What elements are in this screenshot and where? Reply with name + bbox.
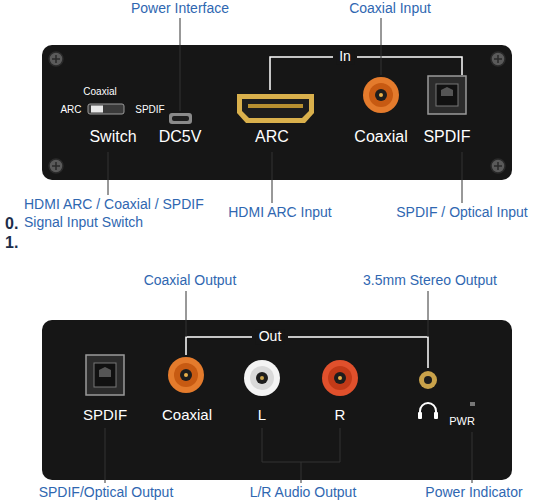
- output-panel: OutSPDIF Coaxial L R PWR: [42, 320, 512, 480]
- rca-right-jack: [322, 360, 358, 396]
- power-led: [470, 402, 475, 406]
- switch-knob: [91, 106, 103, 113]
- callout-label: Power Interface: [131, 0, 229, 18]
- slide-switch: [88, 104, 124, 114]
- callout-label: HDMI ARC / Coaxial / SPDIF Signal Input …: [24, 196, 229, 231]
- coaxial-jack: [168, 357, 204, 393]
- port-name: R: [335, 407, 346, 424]
- headphone-jack: [419, 371, 437, 389]
- port-name: SPDIF: [423, 128, 470, 146]
- micro-usb-port: [169, 113, 192, 124]
- port-name: DC5V: [159, 128, 202, 146]
- callout-label: 3.5mm Stereo Output: [363, 272, 497, 290]
- callout-label: SPDIF/Optical Output: [39, 484, 174, 502]
- headphone-icon: [420, 403, 436, 418]
- leader-lines: [105, 291, 472, 483]
- input-panel-housing: [42, 45, 512, 180]
- port-name: Coaxial: [162, 407, 212, 424]
- port-name: Coaxial: [354, 128, 407, 146]
- port-name: SPDIF: [83, 407, 127, 424]
- input-panel: InCoaxialARCSPDIFSwitchDC5VARCCoaxialSPD…: [42, 45, 512, 180]
- panel-heading: Out: [256, 329, 285, 344]
- port-name: Switch: [89, 128, 136, 146]
- rca-left-jack: [244, 360, 280, 396]
- callout-label: HDMI ARC Input: [228, 204, 331, 222]
- callout-number: 0.: [5, 214, 18, 234]
- leader-lines: [108, 18, 462, 203]
- hdmi-contacts: [248, 104, 303, 108]
- callout-number: 1.: [5, 233, 18, 253]
- callout-label: Coaxial Input: [349, 0, 431, 18]
- optical-port: [86, 355, 124, 395]
- callout-label: SPDIF / Optical Input: [396, 204, 528, 222]
- out-bracket: [186, 337, 428, 368]
- callout-label: Coaxial Output: [144, 272, 237, 290]
- output-panel-housing: [42, 320, 512, 480]
- optical-port: [428, 76, 466, 114]
- switch-position: SPDIF: [135, 104, 164, 115]
- switch-position: ARC: [60, 104, 81, 115]
- switch-position: Coaxial: [83, 86, 116, 97]
- callout-label: L/R Audio Output: [250, 484, 357, 502]
- panel-heading: In: [336, 49, 354, 64]
- hdmi-slot: [242, 99, 309, 118]
- indicator-name: PWR: [449, 415, 475, 427]
- port-name: ARC: [255, 128, 289, 146]
- hdmi-port: [237, 94, 314, 123]
- micro-usb-slot: [172, 116, 189, 121]
- port-name: L: [258, 407, 266, 424]
- callout-label: Power Indicator: [425, 484, 522, 502]
- coaxial-jack: [363, 77, 399, 113]
